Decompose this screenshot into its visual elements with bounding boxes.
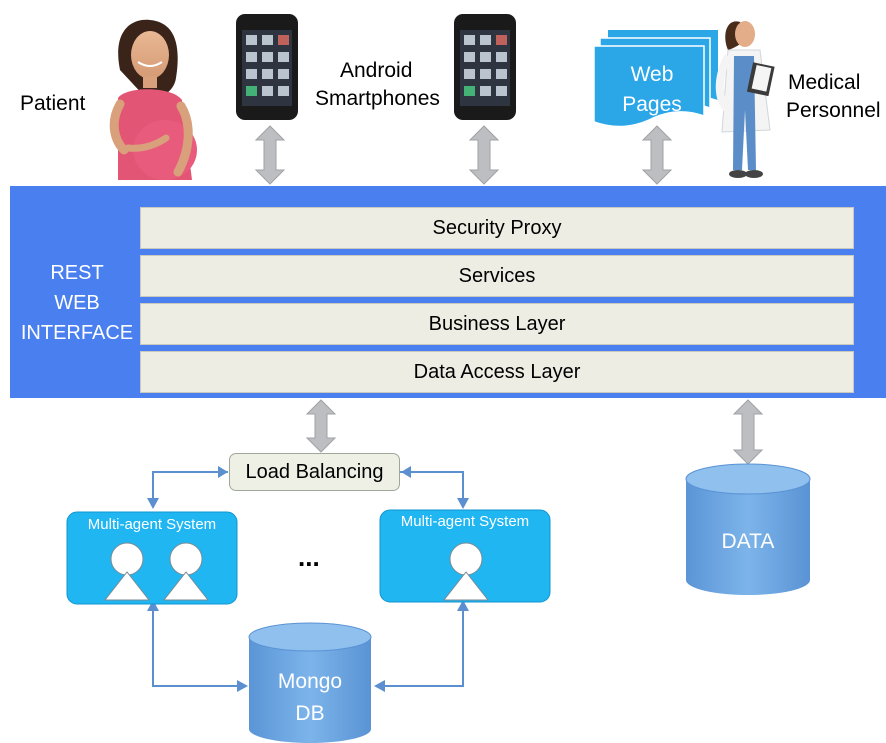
multi-agent-system-left xyxy=(66,511,238,605)
agent-icon xyxy=(103,542,151,601)
rest-line3: INTERFACE xyxy=(20,322,134,344)
arrowhead-icon xyxy=(147,600,159,611)
mongo-label-line1: Mongo xyxy=(277,670,343,693)
layer-security-proxy: Security Proxy xyxy=(140,207,854,249)
mongo-label-line2: DB xyxy=(295,702,325,725)
web-pages-line1: Web xyxy=(630,63,674,86)
double-arrow-icon xyxy=(305,399,337,453)
double-arrow-icon xyxy=(641,125,673,185)
data-cylinder xyxy=(685,463,811,595)
android-phone-icon xyxy=(454,14,516,120)
arrowhead-icon xyxy=(374,680,385,692)
android-label-line2: Smartphones xyxy=(315,87,440,110)
mas-right-title: Multi-agent System xyxy=(400,513,530,530)
arrowhead-icon xyxy=(218,466,228,478)
ellipsis: ... xyxy=(298,542,320,572)
android-phone-icon xyxy=(236,14,298,120)
medical-label-line1: Medical xyxy=(788,71,861,94)
arrowhead-icon xyxy=(457,600,469,611)
connector-lines xyxy=(152,471,464,687)
arrowhead-icon xyxy=(457,498,469,509)
rest-line1: REST xyxy=(50,262,104,284)
patient-label: Patient xyxy=(20,92,86,115)
web-pages-icon xyxy=(593,30,718,128)
layer-business: Business Layer xyxy=(140,303,854,345)
medical-personnel-figure xyxy=(715,21,775,178)
data-label: DATA xyxy=(721,530,775,553)
mas-left-title: Multi-agent System xyxy=(87,516,217,533)
layer-services: Services xyxy=(140,255,854,297)
arrowhead-icon xyxy=(237,680,248,692)
patient-figure xyxy=(109,19,197,180)
load-balancing-box: Load Balancing xyxy=(229,453,400,491)
layer-data-access: Data Access Layer xyxy=(140,351,854,393)
double-arrow-icon xyxy=(732,399,764,465)
mongo-db-cylinder xyxy=(248,622,372,743)
agent-icon xyxy=(162,542,210,601)
medical-label-line2: Personnel xyxy=(786,99,881,122)
double-arrow-icon xyxy=(468,125,500,185)
android-label-line1: Android xyxy=(340,59,413,82)
arrowhead-icon xyxy=(147,498,159,509)
rest-line2: WEB xyxy=(54,292,100,314)
rest-web-interface-label: REST WEB INTERFACE xyxy=(18,258,136,348)
double-arrow-icon xyxy=(254,125,286,185)
web-pages-line2: Pages xyxy=(622,93,682,116)
agent-icon xyxy=(442,542,490,601)
arrowhead-icon xyxy=(401,466,411,478)
